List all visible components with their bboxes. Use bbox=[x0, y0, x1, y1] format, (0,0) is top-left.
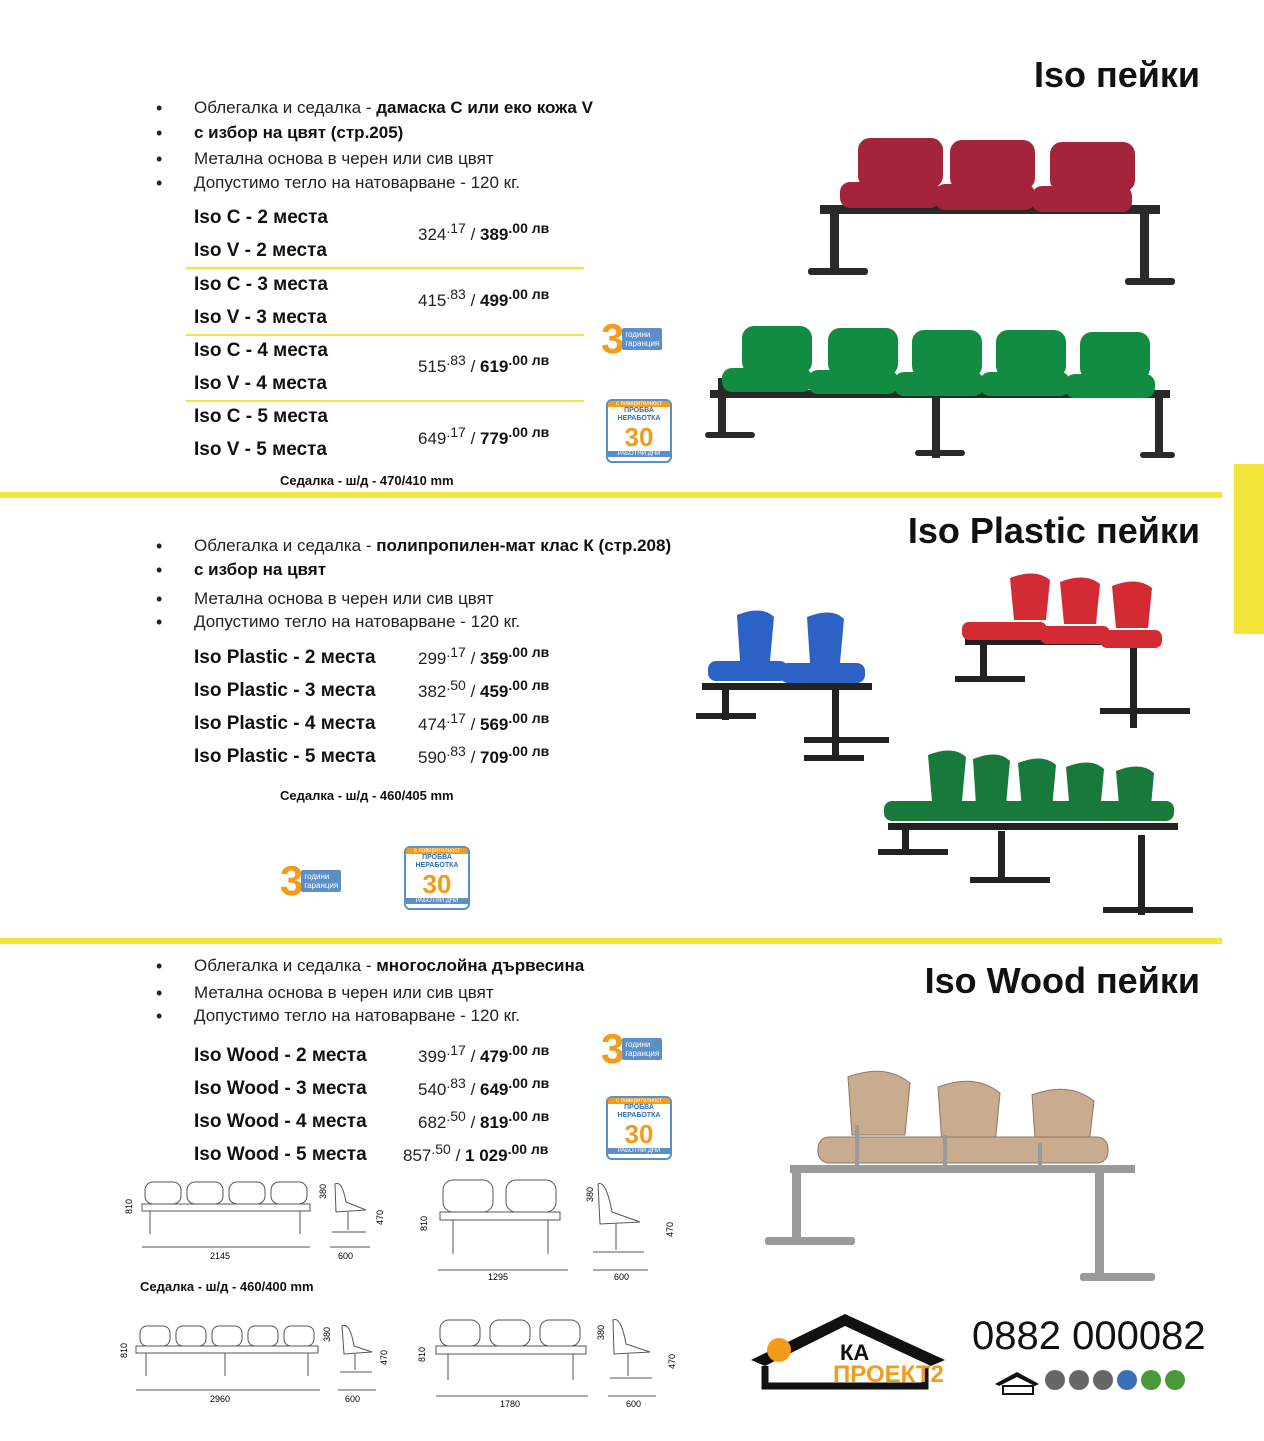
green-plastic-bench-image bbox=[878, 750, 1193, 915]
bullet-wood-base: Метална основа в черен или сив цвят bbox=[156, 983, 494, 1004]
dim-width: 1780 bbox=[500, 1399, 520, 1409]
seat-dimensions-note: Седалка - ш/д - 460/400 mm bbox=[140, 1279, 314, 1294]
product-name: Iso Plastic - 2 места bbox=[194, 647, 376, 668]
product-price: 649.17 / 779.00 лв bbox=[418, 424, 550, 448]
red-plastic-bench-image bbox=[955, 573, 1190, 728]
cert-icon bbox=[1165, 1370, 1185, 1390]
bullet-plastic-material: Облегалка и седалка - полипропилен-мат к… bbox=[156, 536, 671, 557]
dim-seat-height: 470 bbox=[665, 1222, 675, 1237]
product-name: Iso Plastic - 5 места bbox=[194, 746, 376, 767]
product-price: 540.83 / 649.00 лв bbox=[418, 1075, 550, 1099]
dim-width: 1295 bbox=[488, 1272, 508, 1282]
product-price: 474.17 / 569.00 лв bbox=[418, 710, 550, 734]
dim-back: 380 bbox=[322, 1327, 332, 1342]
logo-bottom-text: ПРОЕКТ2 bbox=[833, 1361, 944, 1388]
bullet-plastic-load: Допустимо тегло на натоварване - 120 кг. bbox=[156, 612, 520, 633]
product-price: 590.83 / 709.00 лв bbox=[418, 743, 550, 767]
return-badge: с поверителност ПРОБВА НЕРАБОТКА 30 РАБО… bbox=[404, 846, 470, 910]
product-price: 682.50 / 819.00 лв bbox=[418, 1108, 550, 1132]
product-price: 515.83 / 619.00 лв bbox=[418, 352, 550, 376]
bullet-plastic-color: с избор на цвят bbox=[156, 560, 326, 581]
row-divider bbox=[186, 400, 584, 402]
dim-back: 380 bbox=[585, 1187, 595, 1202]
dim-width: 2960 bbox=[210, 1394, 230, 1404]
product-price: 299.17 / 359.00 лв bbox=[418, 644, 550, 668]
dim-seat-height: 470 bbox=[379, 1350, 389, 1365]
section-title-iso-wood: Iso Wood пейки bbox=[924, 960, 1200, 1001]
dim-height: 810 bbox=[417, 1347, 427, 1362]
product-name: Iso C - 4 места bbox=[194, 340, 328, 361]
phone-number: 0882 000082 bbox=[972, 1314, 1206, 1358]
dim-height: 810 bbox=[119, 1343, 129, 1358]
technical-drawing-5-seat: 2960 600 810 470 380 bbox=[119, 1324, 389, 1404]
product-name: Iso C - 5 места bbox=[194, 406, 328, 427]
section-title-iso-plastic: Iso Plastic пейки bbox=[907, 510, 1200, 551]
bullet-iso-load: Допустимо тегло на натоварване - 120 кг. bbox=[156, 173, 520, 194]
product-name: Iso V - 4 места bbox=[194, 373, 327, 394]
technical-drawing-2-seat: 1295 600 810 470 380 bbox=[419, 1179, 675, 1282]
product-name: Iso Plastic - 4 места bbox=[194, 713, 376, 734]
company-logo: КА ПРОЕКТ2 bbox=[751, 1314, 945, 1390]
dim-depth: 600 bbox=[626, 1399, 641, 1409]
bullet-iso-upholstery: Облегалка и седалка - дамаска C или еко … bbox=[156, 98, 593, 119]
return-badge: с поверителност ПРОБВА НЕРАБОТКА 30 РАБО… bbox=[606, 1096, 672, 1160]
dim-back: 380 bbox=[318, 1184, 328, 1199]
bullet-wood-material: Облегалка и седалка - многослойна дървес… bbox=[156, 956, 584, 977]
cert-icon bbox=[1117, 1370, 1137, 1390]
product-name: Iso Wood - 5 места bbox=[194, 1144, 367, 1165]
bullet-plastic-base: Метална основа в черен или сив цвят bbox=[156, 589, 494, 610]
product-name: Iso Wood - 4 места bbox=[194, 1111, 367, 1132]
bullet-wood-load: Допустимо тегло на натоварване - 120 кг. bbox=[156, 1006, 520, 1027]
product-price: 415.83 / 499.00 лв bbox=[418, 286, 550, 310]
red-bench-image bbox=[808, 138, 1175, 285]
product-name: Iso Wood - 3 места bbox=[194, 1078, 367, 1099]
small-logo bbox=[995, 1372, 1039, 1395]
product-name: Iso Wood - 2 места bbox=[194, 1045, 367, 1066]
product-price: 382.50 / 459.00 лв bbox=[418, 677, 550, 701]
seat-dimensions-note: Седалка - ш/д - 470/410 mm bbox=[280, 473, 454, 488]
dim-width: 2145 bbox=[210, 1251, 230, 1261]
return-badge: с поверителност ПРОБВА НЕРАБОТКА 30 РАБО… bbox=[606, 399, 672, 463]
cert-icon bbox=[1093, 1370, 1113, 1390]
product-name: Iso V - 3 места bbox=[194, 307, 327, 328]
dim-depth: 600 bbox=[345, 1394, 360, 1404]
dim-depth: 600 bbox=[338, 1251, 353, 1261]
product-name: Iso C - 2 места bbox=[194, 207, 328, 228]
blue-plastic-bench-image bbox=[696, 610, 889, 761]
cert-icon bbox=[1141, 1370, 1161, 1390]
product-name: Iso Plastic - 3 места bbox=[194, 680, 376, 701]
product-price: 857.50 / 1 029.00 лв bbox=[403, 1141, 549, 1165]
product-name: Iso C - 3 места bbox=[194, 274, 328, 295]
wood-bench-image bbox=[765, 1070, 1155, 1281]
technical-drawing-4-seat: 2145 600 810 470 380 bbox=[124, 1181, 385, 1261]
product-name: Iso V - 2 места bbox=[194, 240, 327, 261]
technical-drawing-3-seat: 1780 600 810 470 380 bbox=[417, 1319, 677, 1409]
row-divider bbox=[186, 334, 584, 336]
bullet-iso-color: с избор на цвят (стр.205) bbox=[156, 123, 403, 144]
dim-back: 380 bbox=[596, 1325, 606, 1340]
green-bench-image bbox=[705, 326, 1175, 458]
cert-icon bbox=[1045, 1370, 1065, 1390]
dim-depth: 600 bbox=[614, 1272, 629, 1282]
dim-seat-height: 470 bbox=[667, 1354, 677, 1369]
logo-top-text: КА bbox=[840, 1340, 869, 1365]
section-divider bbox=[0, 492, 1222, 498]
dim-seat-height: 470 bbox=[375, 1210, 385, 1225]
dim-height: 810 bbox=[419, 1216, 429, 1231]
seat-dimensions-note: Седалка - ш/д - 460/405 mm bbox=[280, 788, 454, 803]
dim-height: 810 bbox=[124, 1199, 134, 1214]
section-divider bbox=[0, 938, 1222, 944]
product-price: 399.17 / 479.00 лв bbox=[418, 1042, 550, 1066]
bullet-iso-base: Метална основа в черен или сив цвят bbox=[156, 149, 494, 170]
product-name: Iso V - 5 места bbox=[194, 439, 327, 460]
section-title-iso: Iso пейки bbox=[1033, 54, 1200, 95]
row-divider bbox=[186, 267, 584, 269]
product-price: 324.17 / 389.00 лв bbox=[418, 220, 550, 244]
cert-icon bbox=[1069, 1370, 1089, 1390]
certification-icons bbox=[1045, 1370, 1185, 1390]
side-tab bbox=[1234, 464, 1264, 634]
